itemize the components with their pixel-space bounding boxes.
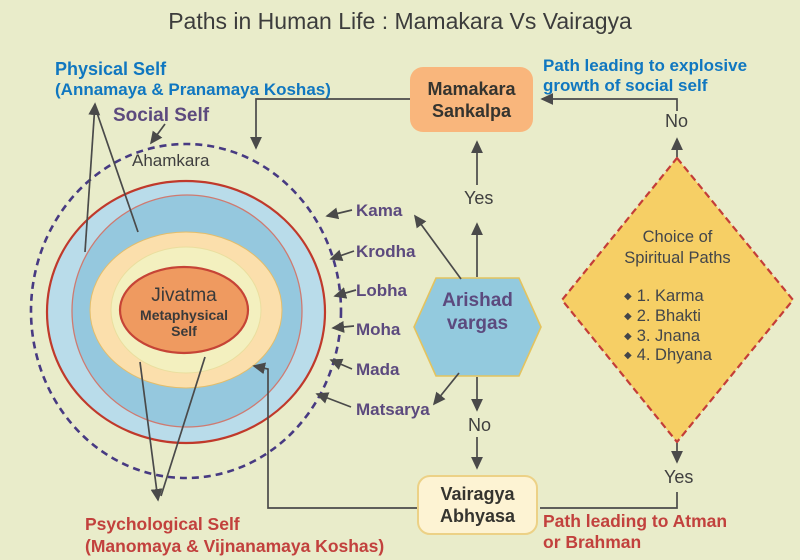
connector-no-to-mamakara <box>540 93 678 111</box>
decision-yes-right: Yes <box>661 467 697 488</box>
social-self-dashed-circle <box>29 142 343 480</box>
arishad-line1: Arishad <box>442 290 513 311</box>
diamond-bullet-icon: ◆ <box>624 291 632 302</box>
decision-no-to-vairagya: No <box>465 415 495 436</box>
vice-kama: Kama <box>356 201 403 220</box>
diamond-bullet-icon: ◆ <box>624 350 632 362</box>
decision-no-right: No <box>662 111 692 132</box>
physical-self-sublabel: (Annamaya & Pranamaya Koshas) <box>55 80 331 99</box>
jivatma-ellipse <box>118 265 250 355</box>
connector-hexagon-to-matsarya <box>432 372 460 406</box>
arrow-matsarya-to-circle <box>315 392 352 408</box>
mamakara-line1: Mamakara <box>427 78 516 99</box>
physical-self-label: Physical Self <box>55 59 167 79</box>
pointer-psychological-self-a <box>139 361 163 502</box>
pointer-physical-self-a <box>84 102 101 253</box>
decision-yes-to-mamakara: Yes <box>461 188 497 209</box>
jivatma-subtitle-2: Self <box>171 323 197 339</box>
psychological-self-sublabel: (Manomaya & Vijnanamaya Koshas) <box>85 536 385 556</box>
vice-matsarya: Matsarya <box>356 400 430 419</box>
vairagya-line1: Vairagya <box>440 484 515 504</box>
list-item: ◆1. Karma <box>624 287 704 305</box>
choice-diamond <box>560 156 795 444</box>
arishad-vargas-label: Arishad vargas <box>414 289 541 335</box>
psychological-self-label: Psychological Self <box>85 514 240 534</box>
path-explosive-sublabel: growth of social self <box>543 76 708 95</box>
mamakara-line2: Sankalpa <box>431 100 512 121</box>
arrow-lobha-to-circle <box>333 287 357 299</box>
page-title: Paths in Human Life : Mamakara Vs Vairag… <box>168 8 632 34</box>
arrow-moha-to-circle <box>331 321 355 333</box>
jivatma-subtitle-1: Metaphysical <box>140 307 228 323</box>
ahamkara-label: Ahamkara <box>132 151 210 170</box>
connector-yes-to-vairagya <box>540 492 678 509</box>
choice-diamond-title: Choice of Spiritual Paths <box>597 227 758 269</box>
arishad-vargas-hexagon <box>413 277 542 377</box>
jivatma-title: Jivatma <box>151 285 217 306</box>
arrow-krodha-to-circle <box>329 249 355 261</box>
diamond-bullet-icon: ◆ <box>624 310 632 322</box>
choice-title-line1: Choice of <box>642 228 713 246</box>
vice-krodha: Krodha <box>356 242 416 261</box>
pointer-social-self <box>149 123 166 145</box>
pointer-psychological-self-b <box>160 356 206 497</box>
list-item: ◆4. Dhyana <box>624 346 712 365</box>
list-item: ◆2. Bhakti <box>624 306 701 325</box>
connector-mamakara-to-circle <box>250 98 410 150</box>
connector-vairagya-to-rings <box>252 362 417 509</box>
path-explosive-label: Path leading to explosive <box>543 56 748 75</box>
vice-lobha: Lobha <box>356 281 407 300</box>
arrow-mada-to-circle <box>329 358 353 370</box>
vairagya-line2: Abhyasa <box>439 506 516 526</box>
social-self-label: Social Self <box>113 105 210 126</box>
arrow-kama-to-circle <box>325 207 353 220</box>
jivatma-label: Jivatma Metaphysical Self <box>119 285 249 339</box>
pointer-physical-self-b <box>95 109 139 233</box>
vice-mada: Mada <box>356 360 400 379</box>
vice-moha: Moha <box>356 320 401 339</box>
spiritual-paths-list: ◆1. Karma ◆2. Bhakti ◆3. Jnana ◆4. Dhyan… <box>624 287 712 366</box>
diamond-bullet-icon: ◆ <box>624 330 632 342</box>
mamakara-sankalpa-node: Mamakara Sankalpa <box>410 67 533 132</box>
choice-title-line2: Spiritual Paths <box>624 249 731 267</box>
path-atman-label: Path leading to Atman <box>543 511 728 531</box>
connector-hexagon-to-kama <box>413 214 462 280</box>
vairagya-abhyasa-node: Vairagya Abhyasa <box>417 475 538 535</box>
list-item: ◆3. Jnana <box>624 326 701 345</box>
arishad-line2: vargas <box>446 313 509 334</box>
path-atman-sublabel: or Brahman <box>543 532 642 552</box>
